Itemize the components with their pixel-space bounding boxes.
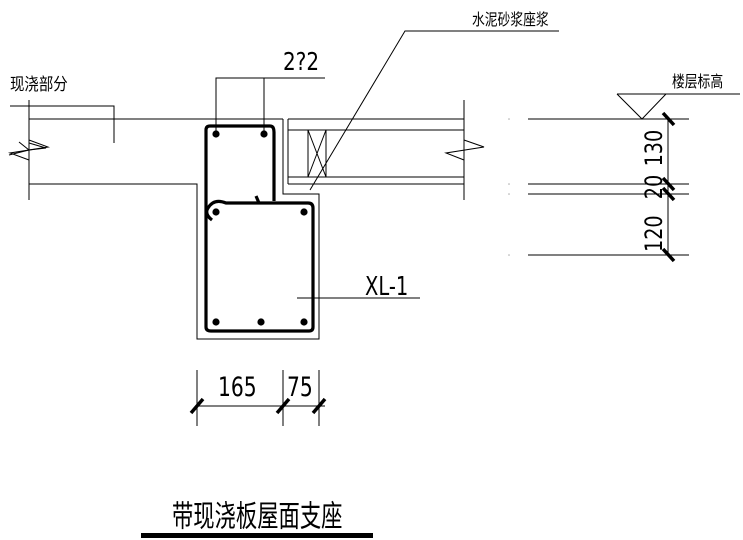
rebar-dot <box>212 208 220 216</box>
break-symbol <box>8 139 50 161</box>
precast-slab <box>287 100 485 200</box>
title-underline <box>141 533 373 538</box>
rebar-spec-label: 2?2 <box>283 48 319 77</box>
vertical-dimension <box>508 111 689 263</box>
dim-165: 165 <box>218 371 257 403</box>
rebar-dot <box>257 318 265 326</box>
rebar-dot <box>300 208 308 216</box>
rebar-dot <box>212 318 220 326</box>
beam-id-label: XL-1 <box>365 272 408 301</box>
rebar-leader <box>215 77 325 134</box>
rebar-cage <box>204 124 315 333</box>
horizontal-dimension <box>189 370 327 426</box>
mortar-bedding-label: 水泥砂浆座浆 <box>472 10 549 30</box>
dim-75: 75 <box>287 371 313 403</box>
elevation-marker <box>616 93 740 120</box>
cast-in-place-label: 现浇部分 <box>10 74 68 94</box>
dim-130: 130 <box>641 130 669 167</box>
dim-120: 120 <box>641 215 669 252</box>
rebar-dot <box>300 318 308 326</box>
dim-20: 20 <box>641 175 669 199</box>
cast-in-place-leader <box>10 105 115 143</box>
mortar-leader <box>309 30 559 191</box>
drawing-title: 带现浇板屋面支座 <box>172 500 342 535</box>
floor-elevation-label: 楼层标高 <box>672 73 723 92</box>
